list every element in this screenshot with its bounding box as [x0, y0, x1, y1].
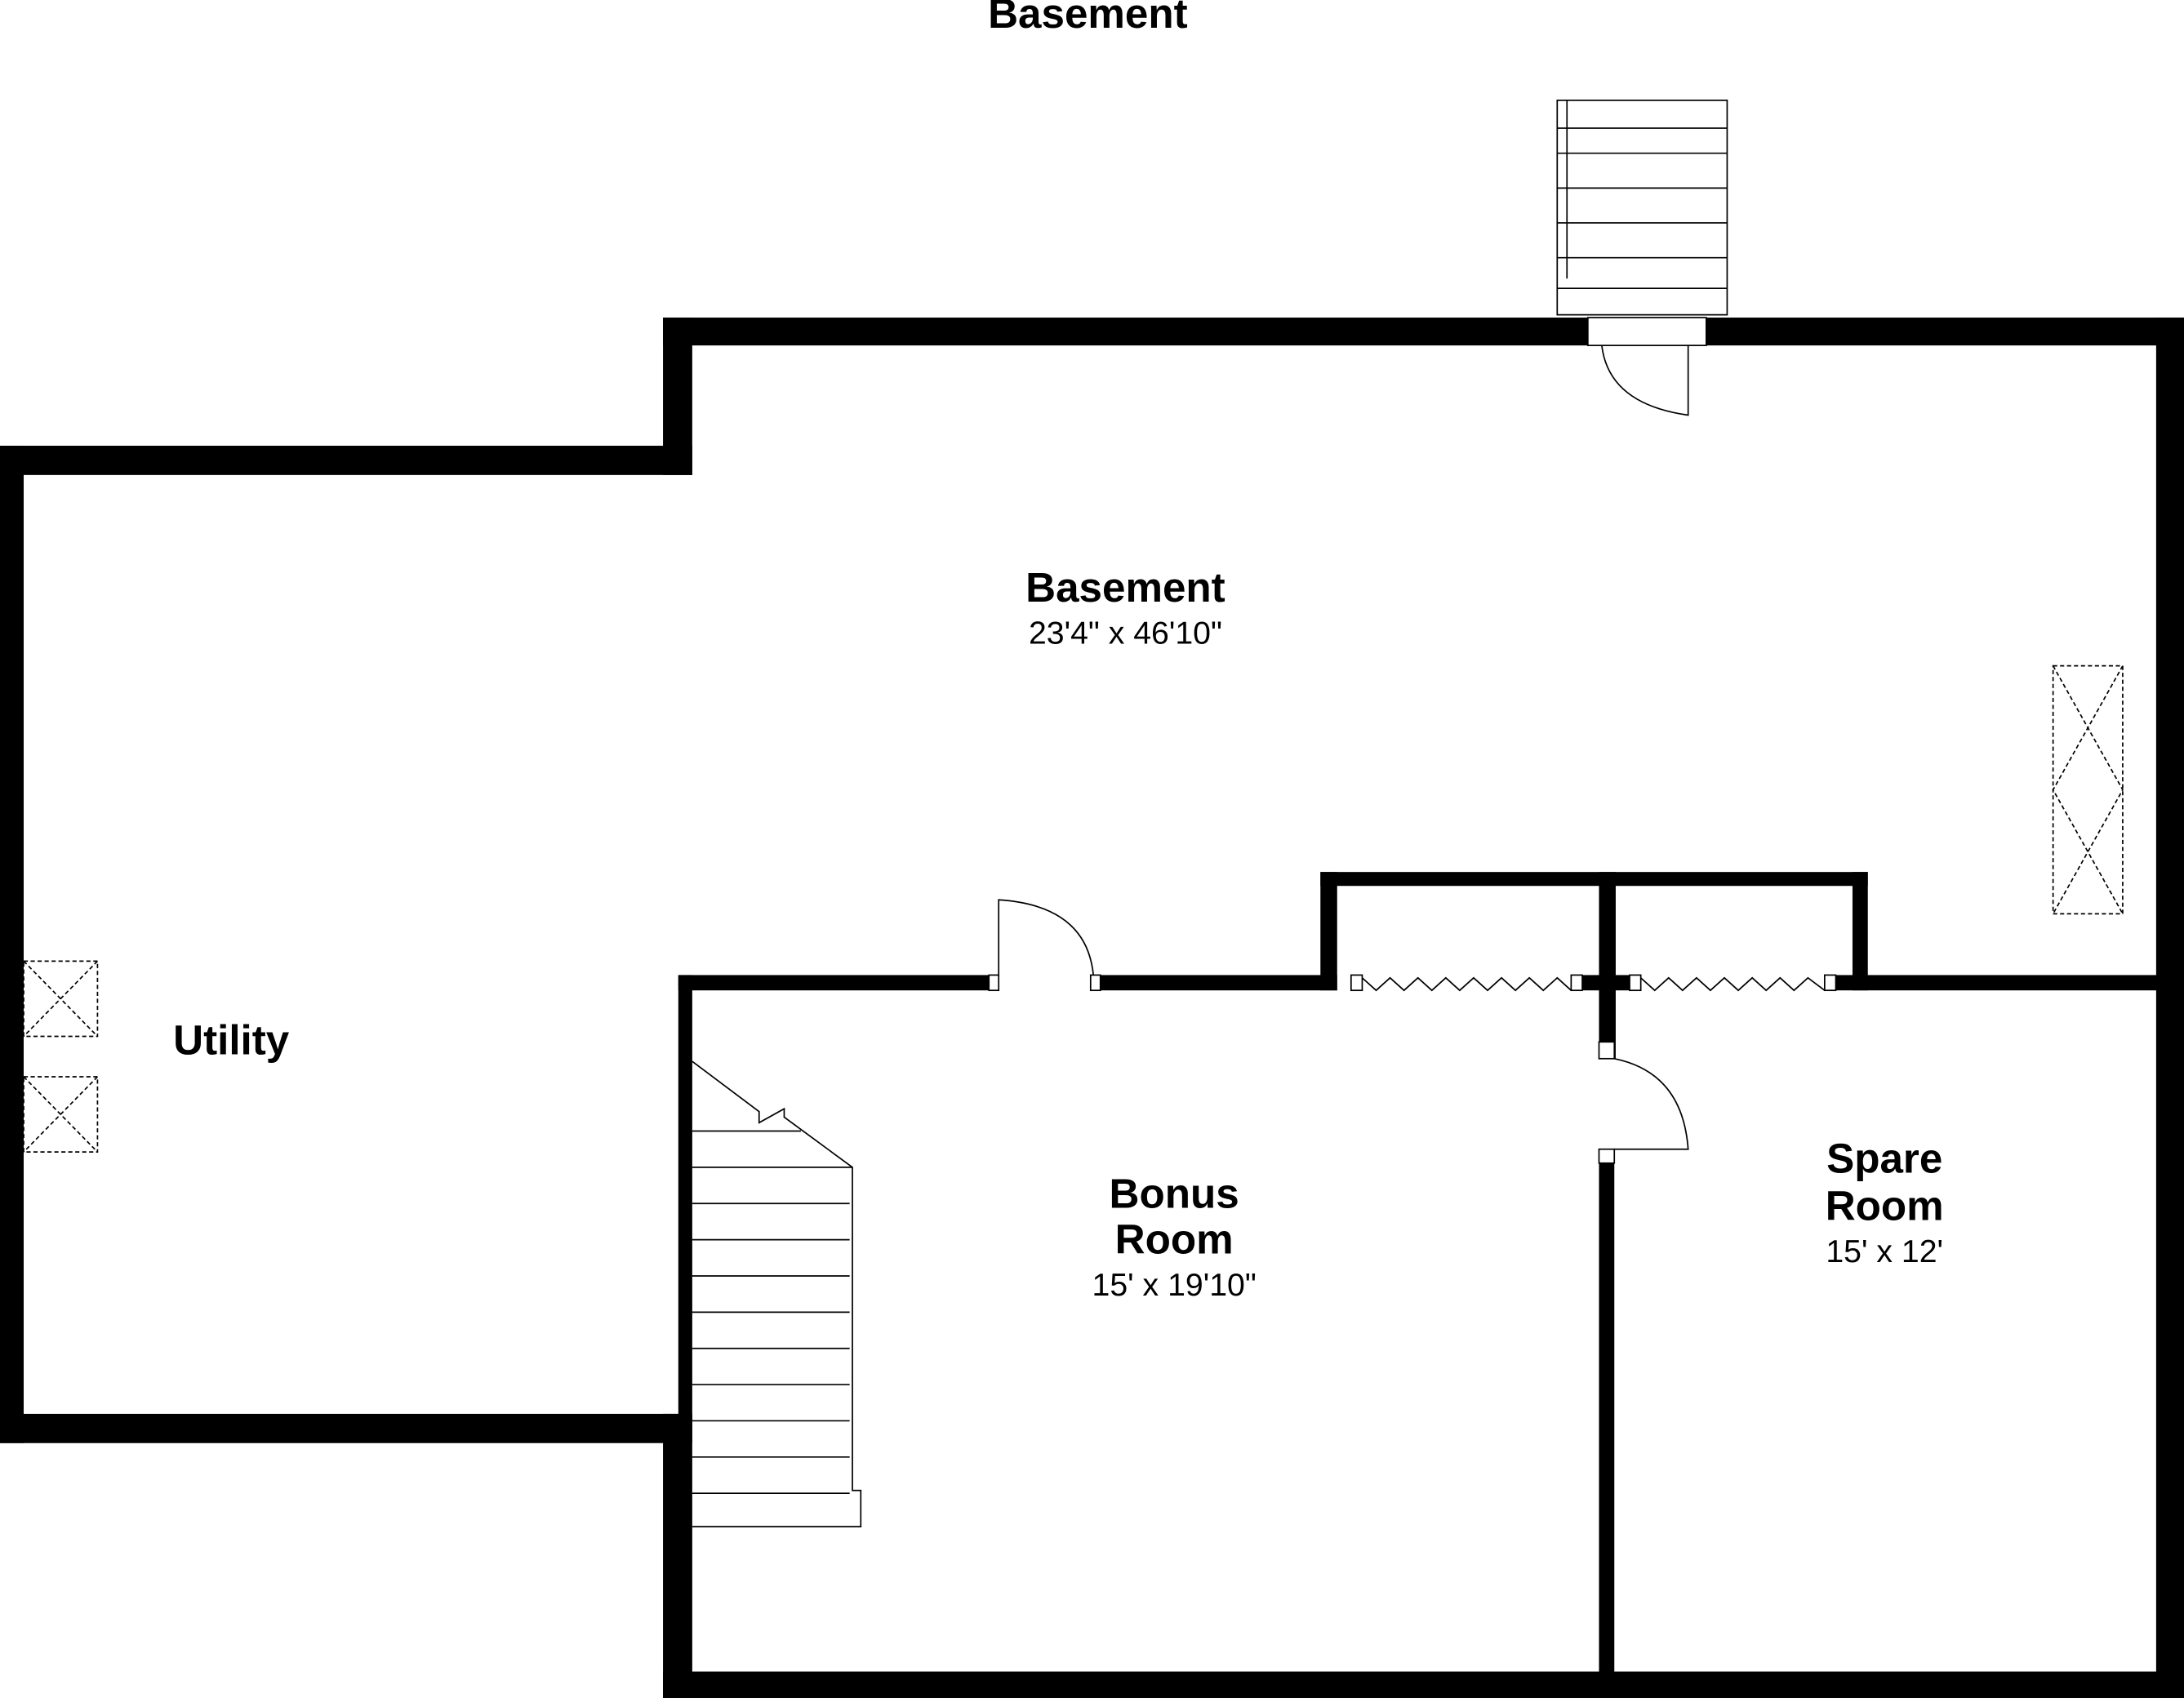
spare-room-door	[1598, 1041, 1689, 1164]
stair-treads	[692, 1202, 850, 1495]
window-right	[2052, 665, 2124, 915]
bonus-room-door	[988, 899, 1101, 992]
exterior-stairs	[1556, 100, 1728, 316]
room-dimensions: 15' x 19'10"	[1092, 1267, 1257, 1303]
room-name-line2: Room	[1826, 1183, 1944, 1229]
room-name-line1: Bonus	[1110, 1170, 1239, 1216]
windows-utility	[23, 960, 99, 1153]
room-label-basement: Basement 23'4" x 46'10"	[1025, 564, 1225, 651]
walls	[0, 318, 2184, 1698]
room-name-line2: Room	[1115, 1216, 1234, 1263]
room-label-bonus-room: Bonus Room 15' x 19'10"	[1092, 1170, 1257, 1303]
room-dimensions: 23'4" x 46'10"	[1029, 615, 1222, 651]
floor-title: Basement	[988, 0, 1188, 37]
room-name: Utility	[173, 1017, 290, 1064]
room-name: Basement	[1025, 564, 1225, 611]
interior-stairs	[692, 1060, 862, 1527]
room-label-utility: Utility	[173, 1017, 290, 1064]
closet-bifold-doors	[1350, 974, 1837, 992]
room-label-spare-room: Spare Room 15' x 12'	[1826, 1136, 1944, 1269]
room-dimensions: 15' x 12'	[1826, 1233, 1943, 1269]
room-name-line1: Spare	[1826, 1136, 1942, 1182]
exterior-door	[1586, 317, 1707, 416]
